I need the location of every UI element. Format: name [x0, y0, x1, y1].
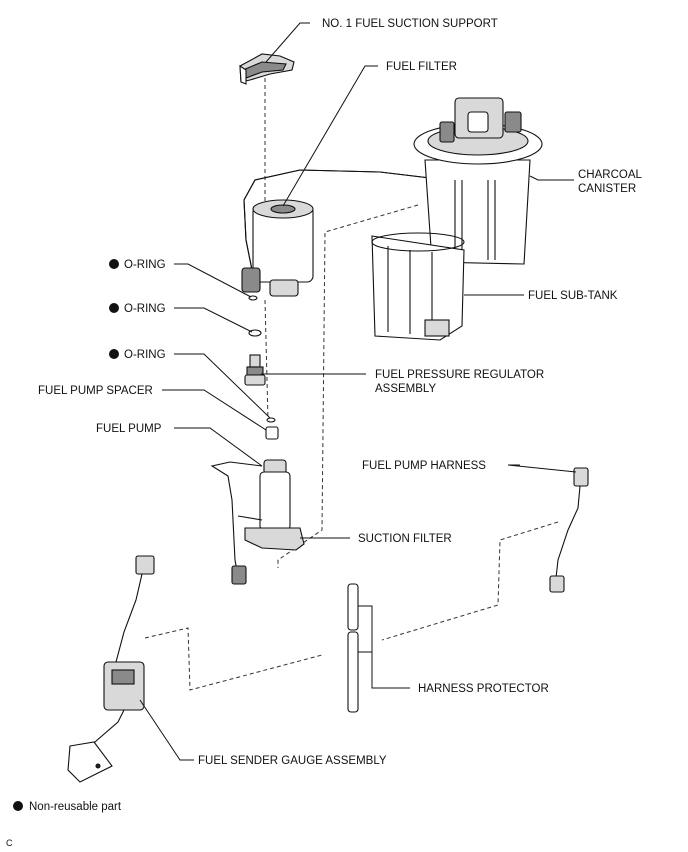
fuel-pressure-regulator-part — [244, 354, 266, 386]
label-fuel-sub-tank: FUEL SUB-TANK — [528, 290, 618, 302]
label-fuel-pump-spacer: FUEL PUMP SPACER — [38, 385, 153, 397]
harness-protector-part — [347, 583, 359, 713]
non-reusable-marker — [109, 303, 119, 313]
legend-non-reusable: Non-reusable part — [29, 801, 122, 813]
non-reusable-marker — [109, 349, 119, 359]
label-charcoal-canister-2: CANISTER — [578, 183, 636, 195]
fuel-suction-support-part — [239, 53, 295, 85]
label-o-ring-2: O-RING — [124, 303, 166, 315]
label-fuel-pressure-regulator-2: ASSEMBLY — [375, 383, 436, 395]
label-charcoal-canister-1: CHARCOAL — [578, 169, 643, 181]
fuel-filter-part — [241, 169, 439, 297]
charcoal-canister-part — [413, 97, 543, 265]
labels: NO. 1 FUEL SUCTION SUPPORT FUEL FILTER C… — [38, 18, 643, 767]
label-fuel-sender-gauge: FUEL SENDER GAUGE ASSEMBLY — [198, 755, 387, 767]
fuel-pump-spacer-part — [265, 426, 279, 440]
leader-lines — [139, 22, 577, 761]
label-o-ring-1: O-RING — [124, 259, 166, 271]
label-harness-protector: HARNESS PROTECTOR — [418, 683, 549, 695]
label-fuel-filter: FUEL FILTER — [386, 61, 457, 73]
footer-code: C — [6, 838, 13, 848]
legend-marker — [13, 801, 23, 811]
label-o-ring-3: O-RING — [124, 349, 166, 361]
label-fuel-suction-support: NO. 1 FUEL SUCTION SUPPORT — [322, 18, 498, 30]
non-reusable-marker — [109, 259, 119, 269]
fuel-sender-gauge-part — [67, 555, 155, 783]
legend: Non-reusable part — [13, 801, 122, 813]
label-fuel-pump: FUEL PUMP — [96, 423, 162, 435]
fuel-sub-tank-part — [371, 232, 465, 341]
fuel-pump-harness-part — [549, 467, 589, 593]
fuel-pump-part — [210, 459, 305, 585]
label-fuel-pressure-regulator-1: FUEL PRESSURE REGULATOR — [375, 369, 544, 381]
label-suction-filter: SUCTION FILTER — [358, 533, 452, 545]
label-fuel-pump-harness: FUEL PUMP HARNESS — [362, 460, 486, 472]
assembly-guide-lines — [144, 78, 559, 691]
